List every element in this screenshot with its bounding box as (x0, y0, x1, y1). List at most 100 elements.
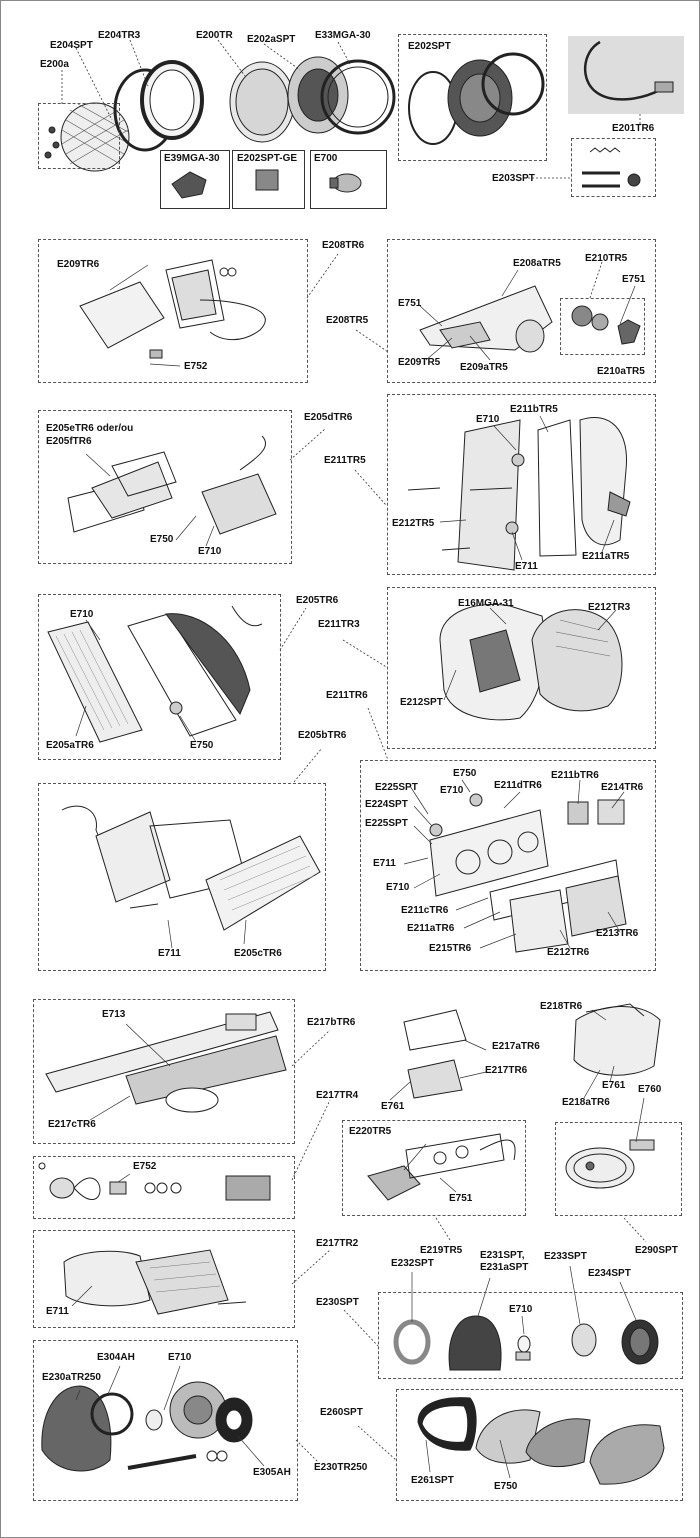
label-e211btr6: E211bTR6 (551, 770, 599, 781)
label-e217tr4: E217TR4 (316, 1090, 359, 1101)
thumb-box-e700 (310, 150, 387, 209)
lamp-e230tr250-drawing (41, 1381, 253, 1472)
label-e761-b: E761 (602, 1080, 626, 1091)
side-marker-e220tr5-drawing (367, 1133, 516, 1201)
thumb-box-e202spt-ge (232, 150, 305, 209)
group-box-e211tr5 (387, 394, 656, 575)
label-e710-c: E710 (70, 609, 94, 620)
label-e225spt-b: E225SPT (365, 818, 408, 829)
label-e210atr5: E210aTR5 (597, 366, 645, 377)
group-box-e211tr6 (360, 760, 656, 971)
tail-lamp-tr6-drawing (429, 793, 627, 953)
lamp-e290spt-drawing (565, 1139, 655, 1189)
flasher-lamp-e205d-drawing (67, 435, 277, 535)
number-plate-lamp-e217b-drawing (45, 1011, 287, 1113)
label-e209tr6: E209TR6 (57, 259, 100, 270)
label-e211tr5: E211TR5 (324, 455, 366, 466)
label-e209tr5: E209TR5 (398, 357, 441, 368)
label-e209atr5: E209aTR5 (460, 362, 508, 373)
label-e230tr250: E230TR250 (314, 1462, 368, 1473)
label-e205etr6: E205eTR6 oder/ou (46, 423, 134, 434)
label-e231spt: E231SPT, (480, 1250, 525, 1261)
label-e234spt: E234SPT (588, 1268, 631, 1279)
label-e711-b: E711 (158, 948, 181, 959)
label-e751-c: E751 (449, 1193, 473, 1204)
label-e212tr5: E212TR5 (392, 518, 435, 529)
group-box-e230tr250 (33, 1340, 298, 1501)
group-box-e260spt (396, 1389, 683, 1501)
label-e224spt: E224SPT (365, 799, 408, 810)
label-e217atr6: E217aTR6 (492, 1041, 540, 1052)
label-e710-e: E710 (386, 882, 410, 893)
label-e205ftr6: E205fTR6 (46, 436, 92, 447)
label-e212spt: E212SPT (400, 697, 443, 708)
group-box-adjuster (571, 138, 656, 197)
label-e710-b: E710 (476, 414, 500, 425)
label-e304ah: E304AH (97, 1352, 135, 1363)
group-box-e219tr5 (342, 1120, 526, 1216)
wiring-harness-photo (568, 36, 684, 114)
label-e202spt: E202SPT (408, 41, 451, 52)
label-e205btr6: E205bTR6 (298, 730, 347, 741)
label-e217tr2: E217TR2 (316, 1238, 359, 1249)
reversing-lamp-e217-tr4-drawing (38, 1162, 271, 1201)
group-box-e210tr5 (560, 298, 645, 355)
label-e710-g: E710 (168, 1352, 192, 1363)
label-e217ctr6: E217cTR6 (48, 1119, 96, 1130)
label-e205tr6: E205TR6 (296, 595, 339, 606)
group-box-e290spt (555, 1122, 682, 1216)
label-e750-b: E750 (190, 740, 214, 751)
label-e212tr3: E212TR3 (588, 602, 631, 613)
label-e761-a: E761 (381, 1101, 405, 1112)
label-e700: E700 (314, 153, 338, 164)
label-e233spt: E233SPT (544, 1251, 587, 1262)
label-e33mga30: E33MGA-30 (315, 30, 371, 41)
label-e750-a: E750 (150, 534, 174, 545)
group-box-grille (38, 103, 120, 169)
number-plate-lamp-e217-drawing (403, 1003, 661, 1099)
label-e752-b: E752 (133, 1161, 157, 1172)
label-e760: E760 (638, 1084, 662, 1095)
lamp-e260spt-drawing (417, 1397, 665, 1485)
group-box-e217btr6 (33, 999, 295, 1144)
flasher-lamp-e205-drawing (47, 605, 263, 743)
label-e711-d: E711 (46, 1306, 69, 1317)
label-e210tr5: E210TR5 (585, 253, 628, 264)
thumb-box-e39mga30 (160, 150, 230, 209)
label-e710-d: E710 (440, 785, 464, 796)
label-e211atr5: E211aTR5 (582, 551, 630, 562)
label-e202spt-ge: E202SPT-GE (237, 153, 298, 164)
label-e217btr6: E217bTR6 (307, 1017, 356, 1028)
label-e205dtr6: E205dTR6 (304, 412, 353, 423)
tail-lamp-tr3-drawing (439, 603, 623, 721)
label-e220tr5: E220TR5 (349, 1126, 392, 1137)
label-e711-a: E711 (515, 561, 538, 572)
label-e208tr6: E208TR6 (322, 240, 365, 251)
headlamp-bucket-drawing (408, 52, 545, 145)
label-e200a: E200a (40, 59, 69, 70)
label-e200tr: E200TR (196, 30, 233, 41)
group-box-e217tr2 (33, 1230, 295, 1328)
label-e225spt-a: E225SPT (375, 782, 418, 793)
label-e219tr5: E219TR5 (420, 1245, 463, 1256)
label-e751-a: E751 (622, 274, 646, 285)
label-e218tr6: E218TR6 (540, 1001, 583, 1012)
label-e750-c: E750 (453, 768, 477, 779)
label-e305ah: E305AH (253, 1467, 291, 1478)
label-e260spt: E260SPT (320, 1407, 363, 1418)
label-e710-a: E710 (198, 546, 222, 557)
group-box-e230spt (378, 1292, 683, 1379)
label-e16mga31: E16MGA-31 (458, 598, 514, 609)
flasher-lamp-e205b-drawing (61, 805, 321, 931)
side-lamp-tr5-drawing (419, 285, 641, 353)
label-e211atr6: E211aTR6 (407, 923, 455, 934)
group-box-e205dtr6 (38, 410, 292, 564)
label-e218atr6: E218aTR6 (562, 1097, 610, 1108)
lamp-e230spt-components-drawing (393, 1315, 659, 1371)
group-box-e211tr3 (387, 587, 656, 749)
group-box-e217tr4 (33, 1156, 295, 1219)
label-e204tr3: E204TR3 (98, 30, 141, 41)
headlamp-rim-drawing (113, 60, 204, 152)
